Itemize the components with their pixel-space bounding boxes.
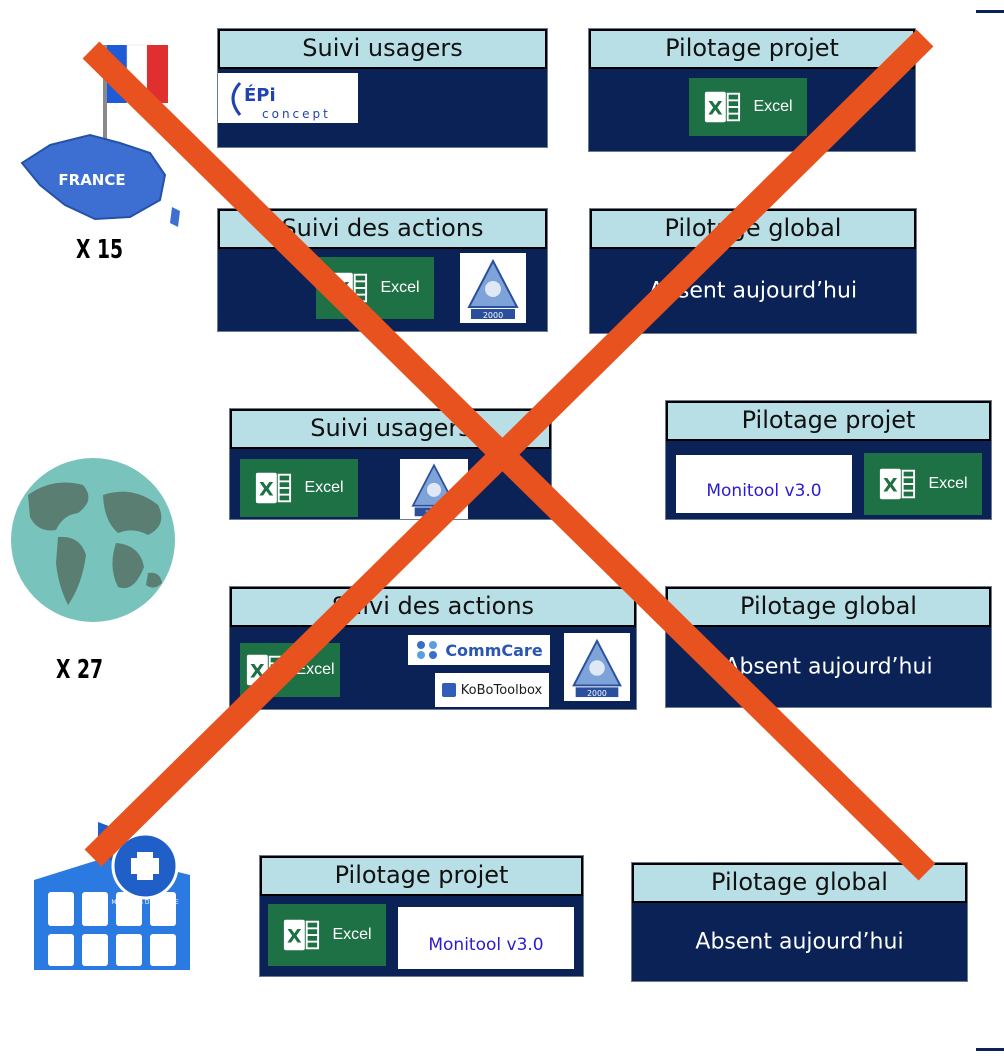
france-badge-text: FRANCE xyxy=(58,171,125,189)
logo-2000: 2000 xyxy=(400,459,468,519)
excel-tool: X Excel xyxy=(864,453,982,515)
panel-suivi-actions-int: Suivi des actions X Excel CommCare KoBoT… xyxy=(229,586,637,710)
panel-title: Suivi des actions xyxy=(218,209,547,249)
excel-tool: X Excel xyxy=(316,257,434,319)
kobotoolbox-logo: KoBoToolbox xyxy=(435,673,549,707)
excel-icon: X xyxy=(332,272,368,304)
logo-2000-text: 2000 xyxy=(483,311,503,320)
excel-label: Excel xyxy=(304,479,344,496)
svg-text:X: X xyxy=(335,279,350,301)
logo-2000: 2000 xyxy=(564,633,630,701)
logo-2000: 2000 xyxy=(460,253,526,323)
svg-text:X: X xyxy=(883,475,898,497)
panel-title: Pilotage projet xyxy=(589,29,915,69)
panel-pilotage-global-hq: Pilotage global Absent aujourd’hui xyxy=(631,862,968,982)
epi-logo-text: ÉPi xyxy=(244,84,276,106)
monitool-tool: Monitool v3.0 xyxy=(676,455,852,513)
count-label-france: X 15 xyxy=(76,235,124,265)
epiconcept-text: concept xyxy=(262,107,331,121)
excel-tool: X Excel xyxy=(240,643,340,697)
excel-icon: X xyxy=(705,91,741,123)
excel-label: Excel xyxy=(295,661,335,678)
panel-body: X Excel 2000 xyxy=(218,249,547,331)
panel-body: Absent aujourd’hui xyxy=(590,249,916,333)
commcare-label: CommCare xyxy=(445,640,543,660)
panel-title: Pilotage projet xyxy=(260,856,583,896)
logo-2000-text: 2000 xyxy=(587,689,607,698)
excel-tool: X Excel xyxy=(689,78,807,136)
excel-label: Excel xyxy=(928,475,968,492)
excel-label: Excel xyxy=(753,98,793,115)
mdm-badge-text: MÉDECINS DU MONDE xyxy=(111,898,178,906)
excel-label: Excel xyxy=(332,926,372,943)
bottom-edge-stroke xyxy=(976,1048,1004,1051)
commcare-icon xyxy=(417,641,438,659)
logo-2000-text: 2000 xyxy=(425,508,443,517)
excel-icon: X xyxy=(284,919,320,951)
svg-text:X: X xyxy=(287,926,302,948)
svg-text:X: X xyxy=(250,661,265,683)
panel-body: ÉPi concept xyxy=(218,69,547,147)
panel-title: Pilotage global xyxy=(666,587,991,627)
absent-text: Absent aujourd’hui xyxy=(648,278,858,304)
panel-pilotage-projet-fr: Pilotage projet X Excel xyxy=(588,28,916,152)
monitool-tool: Monitool v3.0 xyxy=(398,907,574,969)
panel-title: Suivi des actions xyxy=(230,587,636,627)
panel-body: Absent aujourd’hui xyxy=(666,627,991,707)
kobotoolbox-icon xyxy=(441,683,456,697)
monitool-label: Monitool v3.0 xyxy=(428,935,544,955)
panel-body: X Excel xyxy=(589,69,915,151)
panel-body: X Excel Monitool v3.0 xyxy=(260,896,583,976)
monitool-label: Monitool v3.0 xyxy=(706,481,822,501)
panel-suivi-usagers-fr: Suivi usagers ÉPi concept xyxy=(217,28,548,148)
excel-icon: X xyxy=(880,468,916,500)
mdm-building-icon: MÉDECINS DU MONDE xyxy=(30,820,195,970)
panel-title: Suivi usagers xyxy=(230,409,551,449)
excel-icon: X xyxy=(247,654,283,686)
panel-pilotage-projet-hq: Pilotage projet X Excel Monitool v3.0 xyxy=(259,855,584,977)
globe-icon xyxy=(8,455,178,625)
excel-label: Excel xyxy=(380,279,420,296)
panel-body: X Excel CommCare KoBoToolbox 2000 xyxy=(230,627,636,709)
svg-text:X: X xyxy=(259,479,274,501)
commcare-logo: CommCare xyxy=(408,635,550,665)
excel-tool: X Excel xyxy=(268,904,386,966)
kobotoolbox-label: KoBoToolbox xyxy=(460,682,543,698)
panel-title: Pilotage global xyxy=(590,209,916,249)
excel-tool: X Excel xyxy=(240,459,358,517)
panel-pilotage-global-fr: Pilotage global Absent aujourd’hui xyxy=(589,208,917,334)
panel-title: Suivi usagers xyxy=(218,29,547,69)
absent-text: Absent aujourd’hui xyxy=(695,929,904,955)
panel-body: X Excel 2000 xyxy=(230,449,551,519)
epiconcept-logo: ÉPi concept xyxy=(218,73,358,123)
france-map-icon: FRANCE xyxy=(10,35,185,230)
panel-pilotage-global-int: Pilotage global Absent aujourd’hui xyxy=(665,586,992,708)
count-label-international: X 27 xyxy=(56,655,104,685)
panel-suivi-usagers-int: Suivi usagers X Excel 2000 xyxy=(229,408,552,520)
panel-pilotage-projet-int: Pilotage projet Monitool v3.0 X Excel xyxy=(665,400,992,520)
absent-text: Absent aujourd’hui xyxy=(724,654,933,680)
svg-text:X: X xyxy=(708,98,723,120)
panel-title: Pilotage projet xyxy=(666,401,991,441)
panel-suivi-actions-fr: Suivi des actions X Excel 2000 xyxy=(217,208,548,332)
panel-title: Pilotage global xyxy=(632,863,967,903)
top-edge-stroke xyxy=(976,10,1004,13)
excel-icon: X xyxy=(256,472,292,504)
panel-body: Absent aujourd’hui xyxy=(632,903,967,981)
panel-body: Monitool v3.0 X Excel xyxy=(666,441,991,519)
